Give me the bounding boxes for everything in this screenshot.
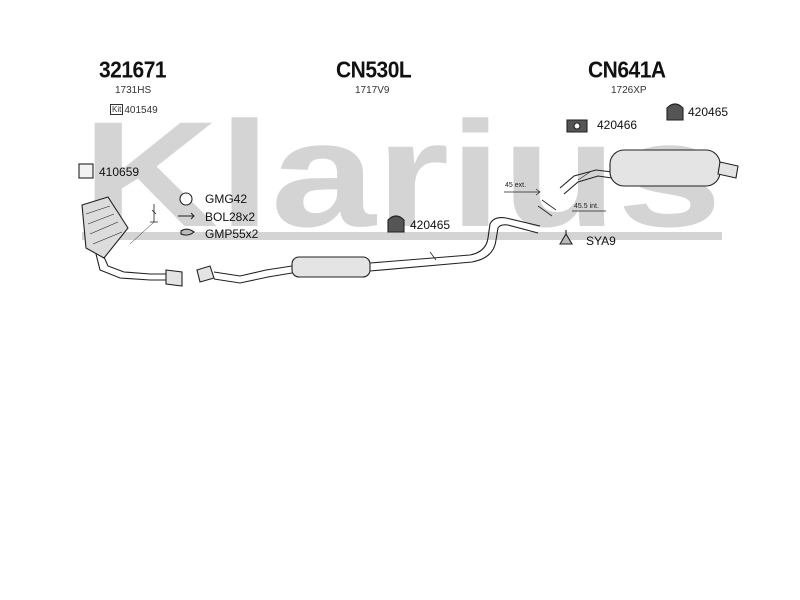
part-label-410659: 410659 <box>99 165 140 179</box>
group-sub-1: 1731HS <box>115 85 152 96</box>
kit-label: Kit <box>110 104 124 115</box>
gasket-icon <box>179 192 193 206</box>
spring-icon <box>180 228 195 236</box>
rubber-mount-420465-mid-icon <box>387 215 405 233</box>
dimension-ext: 45 ext. <box>505 182 527 189</box>
bolt-icon <box>178 212 195 220</box>
part-label-420465-top: 420465 <box>688 105 729 119</box>
dimension-int: 45.5 int. <box>574 203 599 210</box>
group-code-2: CN530L <box>336 57 412 84</box>
part-label-bol28: BOL28x2 <box>205 210 256 224</box>
group-code-1: 321671 <box>99 57 167 84</box>
part-label-sya9: SYA9 <box>586 234 616 248</box>
front-pipe-catalyst <box>81 196 183 287</box>
clamp-410659-icon <box>78 163 94 179</box>
part-label-gmg42: GMG42 <box>205 192 248 206</box>
bracket-sya9-icon <box>559 230 573 245</box>
group-code-3: CN641A <box>588 57 666 84</box>
part-label-420465-mid: 420465 <box>410 218 451 232</box>
middle-section <box>196 217 541 284</box>
part-label-420466: 420466 <box>597 118 638 132</box>
kit-number: 401549 <box>124 105 158 116</box>
part-label-gmp55: GMP55x2 <box>205 227 259 241</box>
group-sub-2: 1717V9 <box>355 85 390 96</box>
rear-silencer <box>559 149 739 195</box>
group-sub-3: 1726XP <box>611 85 647 96</box>
rubber-mount-420465-top-icon <box>666 103 684 121</box>
